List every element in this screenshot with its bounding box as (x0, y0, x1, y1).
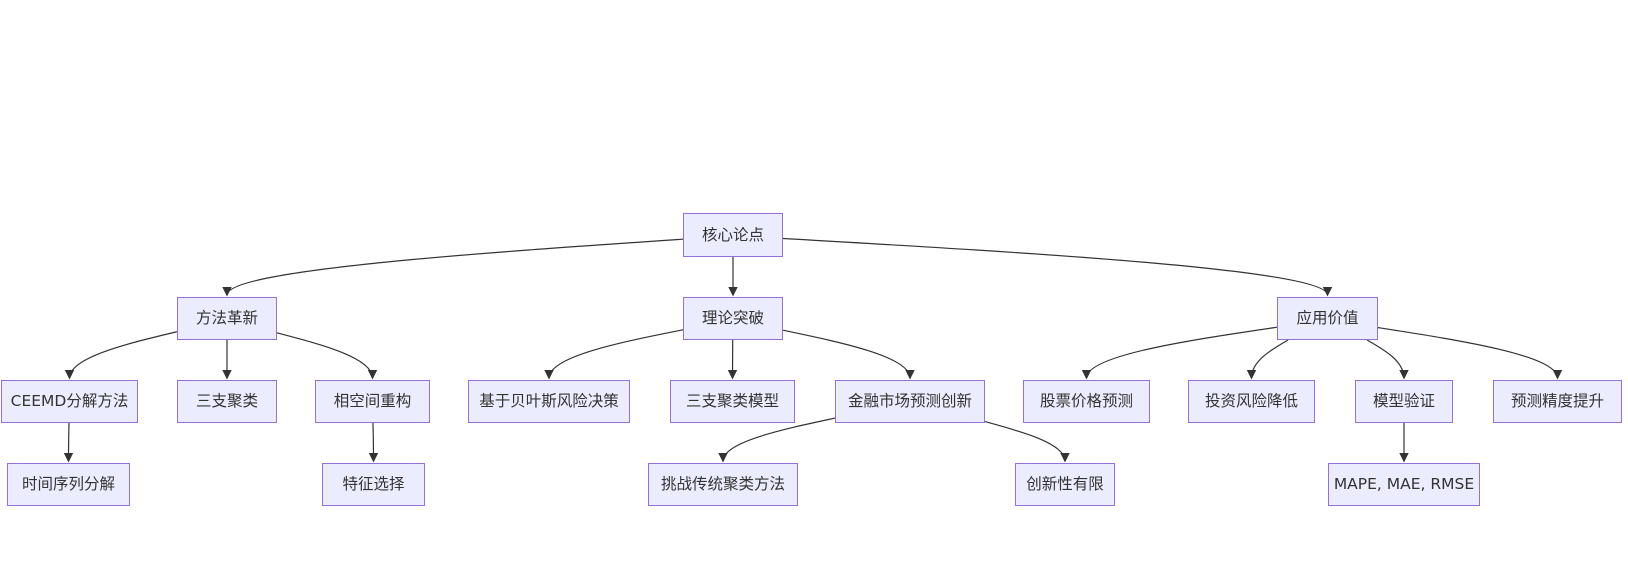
flowchart-node-metrics: MAPE, MAE, RMSE (1328, 463, 1480, 506)
flowchart-node-risk: 投资风险降低 (1188, 380, 1315, 423)
flowchart-node-validation: 模型验证 (1355, 380, 1453, 423)
edge-core-to-method (222, 238, 684, 297)
edge-theory-to-bayes (544, 329, 684, 380)
edge-application-to-validation (1366, 339, 1409, 380)
flowchart-node-stock: 股票价格预测 (1023, 380, 1150, 423)
flowchart-node-finance: 金融市场预测创新 (835, 380, 985, 423)
edge-application-to-precision (1377, 327, 1563, 380)
flowchart-node-challenge: 挑战传统聚类方法 (648, 463, 798, 506)
edge-method-to-ceemd (64, 331, 178, 380)
flowchart-node-ceemd: CEEMD分解方法 (1, 380, 138, 423)
flowchart-node-tsdecomp: 时间序列分解 (7, 463, 130, 506)
flowchart-node-threeway: 三支聚类 (177, 380, 277, 423)
edge-application-to-stock (1081, 326, 1278, 380)
flowchart-node-feature: 特征选择 (322, 463, 425, 506)
edge-application-to-risk (1246, 339, 1289, 380)
flowchart-node-precision: 预测精度提升 (1493, 380, 1622, 423)
flowchart-node-twmodel: 三支聚类模型 (670, 380, 795, 423)
flowchart-node-application: 应用价值 (1277, 297, 1378, 340)
flowchart-node-core: 核心论点 (683, 213, 783, 257)
edge-phase-to-feature (368, 422, 379, 463)
edge-ceemd-to-tsdecomp (63, 422, 74, 463)
flowchart-node-limited: 创新性有限 (1015, 463, 1115, 506)
flowchart-node-method: 方法革新 (177, 297, 277, 340)
edge-core-to-application (782, 237, 1333, 297)
edge-finance-to-challenge (718, 417, 836, 463)
edge-method-to-phase (276, 332, 378, 380)
flowchart-node-phase: 相空间重构 (315, 380, 430, 423)
edge-finance-to-limited (984, 421, 1070, 463)
flowchart-node-theory: 理论突破 (683, 297, 783, 340)
edge-theory-to-finance (782, 329, 915, 380)
flowchart-node-bayes: 基于贝叶斯风险决策 (468, 380, 630, 423)
